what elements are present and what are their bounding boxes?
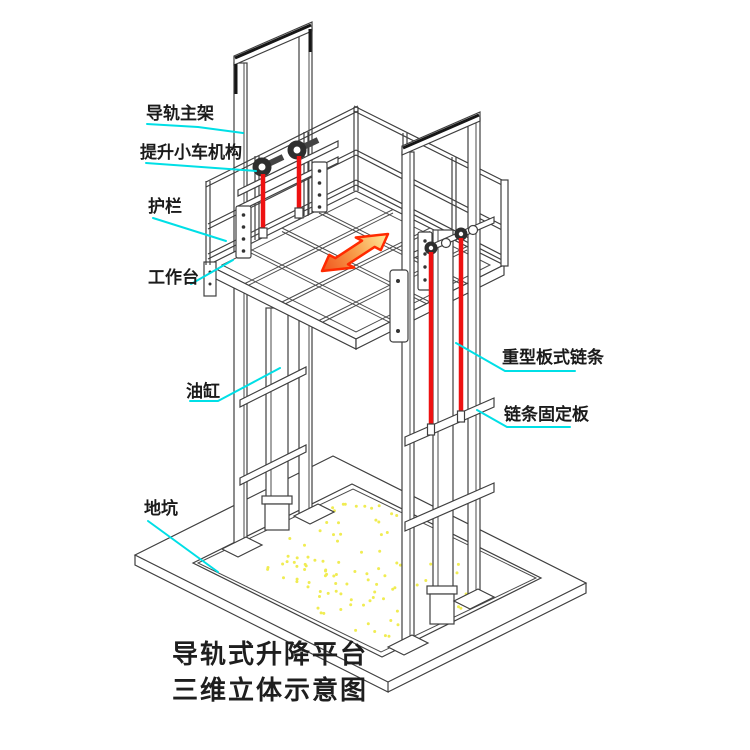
left-lift-chains — [260, 156, 302, 231]
leader-guardrail — [152, 217, 227, 242]
chain-anchor — [456, 410, 466, 423]
label-lift-trolley: 提升小车机构 — [140, 142, 242, 162]
label-pit: 地坑 — [144, 498, 178, 518]
right-oil-cylinder — [426, 229, 458, 625]
guardrail-end-post — [500, 179, 509, 267]
right-guide-rail-mast — [386, 111, 496, 656]
chain-anchor — [426, 423, 436, 436]
caption-line2: 三维立体示意图 — [172, 675, 368, 705]
leader-lines — [145, 123, 576, 573]
bolt-plate — [311, 161, 328, 213]
deck-corner-bracket — [203, 261, 217, 297]
leader-guide-rail-frame — [146, 123, 244, 134]
label-oil-cylinder: 油缸 — [186, 381, 220, 401]
right-mast-left-rail — [401, 151, 415, 649]
label-guardrail: 护栏 — [148, 196, 182, 216]
guide-roller — [440, 237, 452, 249]
right-lift-chains — [428, 238, 464, 428]
leader-lift-trolley — [145, 162, 257, 172]
chain-anchor — [258, 227, 268, 239]
bolt-plate — [235, 205, 252, 259]
chain-anchor — [294, 207, 304, 219]
caption: 导轨式升降平台 三维立体示意图 — [172, 639, 368, 705]
label-guide-rail-frame: 导轨主架 — [146, 103, 214, 123]
carriage-bracket — [389, 269, 409, 343]
part-labels: 导轨主架 提升小车机构 护栏 工作台 油缸 地坑 重型板式链条 链条固定板 — [140, 103, 605, 518]
label-chain-plate: 链条固定板 — [504, 404, 590, 424]
leader-heavy-chain — [455, 342, 576, 372]
label-heavy-chain: 重型板式链条 — [502, 347, 605, 367]
right-mast-right-rail — [467, 117, 481, 603]
leader-chain-plate — [476, 409, 571, 428]
left-oil-cylinder — [261, 307, 293, 531]
leader-pit — [147, 520, 219, 573]
travel-direction-arrow — [320, 232, 390, 273]
right-trolley — [413, 216, 495, 291]
leader-oil-cylinder — [189, 367, 281, 402]
leader-work-platform — [190, 259, 234, 285]
label-work-platform: 工作台 — [148, 267, 199, 287]
guide-roller — [467, 224, 479, 236]
caption-line1: 导轨式升降平台 — [172, 639, 368, 669]
